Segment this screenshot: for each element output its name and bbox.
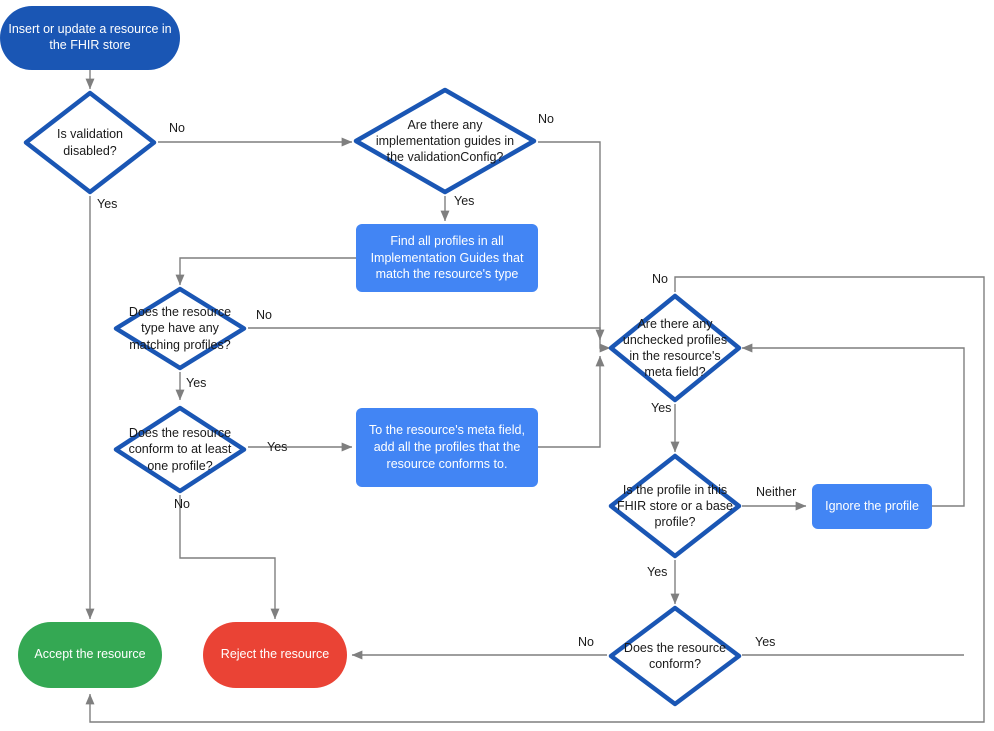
edge-label-conformone-no: No <box>174 497 190 511</box>
edge-label-validation-yes: Yes <box>97 197 118 211</box>
edge-label-unchecked-no: No <box>652 272 668 286</box>
edge-label-unchecked-yes: Yes <box>651 401 672 415</box>
edge-label-conform-yes: Yes <box>755 635 776 649</box>
node-ignore-profile[interactable]: Ignore the profile <box>812 484 932 529</box>
edge-label-guides-no: No <box>538 112 554 126</box>
node-unchecked-profiles[interactable]: Are there any unchecked profiles in the … <box>607 292 743 404</box>
node-start-label: Insert or update a resource in the FHIR … <box>8 22 172 52</box>
diamond-shape <box>113 405 247 494</box>
diamond-shape <box>23 90 157 195</box>
node-profile-in-store[interactable]: Is the profile in this FHIR store or a b… <box>607 452 743 560</box>
node-validation-disabled[interactable]: Is validation disabled? <box>22 89 158 196</box>
node-implementation-guides[interactable]: Are there any implementation guides in t… <box>352 86 538 196</box>
diamond-shape <box>608 453 742 559</box>
edge-unchecked-no <box>85 276 985 723</box>
edge-label-validation-no: No <box>169 121 185 135</box>
node-unchecked-profiles-label: Are there any unchecked profiles in the … <box>622 316 728 380</box>
node-profile-in-store-label: Is the profile in this FHIR store or a b… <box>616 482 733 530</box>
node-resource-conform-label: Does the resource conform? <box>623 640 727 671</box>
node-reject-label: Reject the resource <box>220 647 330 662</box>
node-conform-one-profile-label: Does the resource conform to at least on… <box>128 426 232 473</box>
diamond-shape <box>353 87 537 195</box>
diamond-shape <box>113 286 247 371</box>
node-matching-profiles[interactable]: Does the resource type have any matching… <box>112 285 248 372</box>
node-implementation-guides-label: Are there any implementation guides in t… <box>375 117 515 165</box>
edge-label-conform-no: No <box>578 635 594 649</box>
edge-label-profile-neither: Neither <box>756 485 797 499</box>
node-matching-profiles-label: Does the resource type have any matching… <box>128 305 232 352</box>
diamond-shape <box>608 605 742 707</box>
edge-label-matching-no: No <box>256 308 272 322</box>
node-resource-conform[interactable]: Does the resource conform? <box>607 604 743 708</box>
edge-guides-no <box>538 141 611 353</box>
node-conform-one-profile[interactable]: Does the resource conform to at least on… <box>112 404 248 495</box>
node-find-profiles-label: Find all profiles in all Implementation … <box>370 233 524 282</box>
edge-label-guides-yes: Yes <box>454 194 475 208</box>
node-ignore-profile-label: Ignore the profile <box>825 499 919 514</box>
diamond-shape <box>608 293 742 403</box>
edge-matching-no <box>248 327 605 341</box>
edge-label-matching-yes: Yes <box>186 376 207 390</box>
node-reject[interactable]: Reject the resource <box>203 622 347 688</box>
node-find-profiles[interactable]: Find all profiles in all Implementation … <box>356 224 538 292</box>
node-accept[interactable]: Accept the resource <box>18 622 162 688</box>
node-start[interactable]: Insert or update a resource in the FHIR … <box>0 6 180 70</box>
edge-meta-to-unchecked <box>538 355 605 448</box>
edge-conformone-no <box>179 495 280 620</box>
edge-ignore-loop <box>741 343 965 507</box>
edge-label-conformone-yes: Yes <box>267 440 288 454</box>
node-validation-disabled-label: Is validation disabled? <box>56 127 123 158</box>
node-accept-label: Accept the resource <box>34 647 146 662</box>
node-add-profiles-meta-label: To the resource's meta field, add all th… <box>369 423 525 471</box>
edge-findprofiles-to-matching <box>175 257 356 286</box>
edge-label-profile-yes: Yes <box>647 565 668 579</box>
node-add-profiles-meta[interactable]: To the resource's meta field, add all th… <box>356 408 538 487</box>
